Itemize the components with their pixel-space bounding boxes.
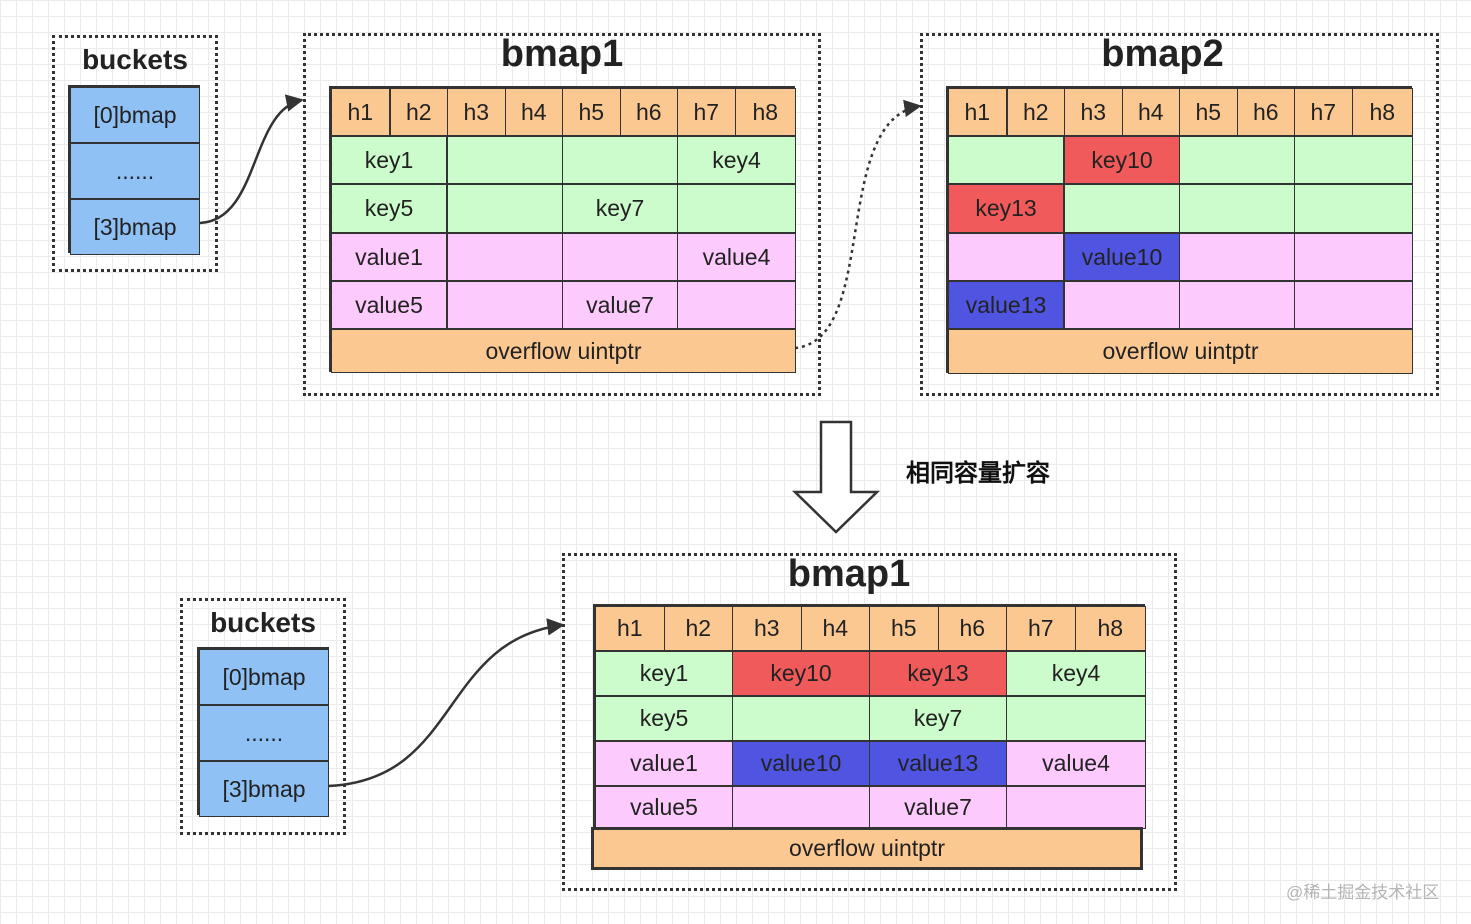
key-slot [1006, 696, 1146, 741]
bmap1-frame-bottom [562, 553, 1177, 891]
key-slot [1294, 184, 1413, 233]
tophash-h8: h8 [1351, 88, 1413, 136]
value-slot [1294, 233, 1413, 281]
value-slot-value10: value10 [732, 741, 870, 786]
key-slot [1294, 136, 1413, 184]
key-slot: key7 [562, 184, 678, 233]
value-slot: value1 [331, 233, 447, 281]
buckets-to-bmap1-bottom-arrow [328, 618, 565, 788]
bmap1-struct-bottom: h1 h2 h3 h4 h5 h6 h7 h8 key1 key10 key13… [593, 604, 1146, 829]
tophash-h6: h6 [619, 88, 678, 136]
value-slot: value7 [869, 786, 1007, 829]
value-slot: value5 [595, 786, 733, 829]
tophash-h1: h1 [595, 606, 665, 651]
buckets-array-top: [0]bmap ...... [3]bmap [68, 85, 200, 255]
value-slot: value5 [331, 281, 447, 329]
value-slot: value7 [562, 281, 678, 329]
bucket-cell-0: [0]bmap [199, 649, 329, 705]
key-slot-key10: key10 [1064, 136, 1180, 184]
value-slot: value4 [1006, 741, 1146, 786]
bucket-cell-3: [3]bmap [70, 199, 200, 255]
value-slot [562, 233, 678, 281]
key-slot [732, 696, 870, 741]
value-slot [948, 233, 1064, 281]
down-arrow-icon [791, 420, 881, 534]
value-slot [447, 281, 563, 329]
buckets-frame-bottom [180, 598, 346, 835]
tophash-h6: h6 [1236, 88, 1295, 136]
tophash-h2: h2 [1006, 88, 1065, 136]
key-slot [447, 184, 563, 233]
bmap1-frame-top [303, 33, 821, 396]
tophash-h8: h8 [1074, 606, 1146, 651]
bmap2-title-top: bmap2 [1101, 33, 1224, 75]
bucket-cell-ellipsis: ...... [199, 705, 329, 761]
tophash-h6: h6 [937, 606, 1007, 651]
key-slot: key4 [677, 136, 796, 184]
tophash-h5: h5 [562, 88, 621, 136]
value-slot [677, 281, 796, 329]
buckets-title-top: buckets [82, 44, 188, 75]
bucket-cell-0: [0]bmap [70, 87, 200, 143]
value-slot [1006, 786, 1146, 829]
bmap2-frame-top [920, 33, 1439, 396]
overflow-pointer: overflow uintptr [591, 827, 1143, 870]
tophash-h7: h7 [1006, 606, 1076, 651]
key-slot: key7 [869, 696, 1007, 741]
tophash-h4: h4 [1121, 88, 1180, 136]
bucket-cell-3: [3]bmap [199, 761, 329, 817]
key-slot: key5 [331, 184, 447, 233]
value-slot [1179, 233, 1295, 281]
value-slot [1179, 281, 1295, 329]
overflow-pointer: overflow uintptr [948, 329, 1413, 374]
bmap1-title-bottom: bmap1 [787, 553, 911, 595]
key-slot [1064, 184, 1180, 233]
value-slot: value1 [595, 741, 733, 786]
tophash-h2: h2 [389, 88, 448, 136]
key-slot [677, 184, 796, 233]
key-slot: key5 [595, 696, 733, 741]
bucket-cell-ellipsis: ...... [70, 143, 200, 199]
key-slot-key13: key13 [948, 184, 1064, 233]
buckets-array-bottom: [0]bmap ...... [3]bmap [197, 647, 329, 817]
key-slot: key1 [331, 136, 447, 184]
watermark: @稀土掘金技术社区 [1286, 883, 1440, 902]
transition-label: 相同容量扩容 [906, 460, 1050, 487]
tophash-h3: h3 [1064, 88, 1123, 136]
tophash-h1: h1 [948, 88, 1007, 136]
tophash-h2: h2 [663, 606, 733, 651]
value-slot-value13: value13 [948, 281, 1064, 329]
tophash-h4: h4 [800, 606, 870, 651]
value-slot [1064, 281, 1180, 329]
tophash-h1: h1 [331, 88, 390, 136]
value-slot [1294, 281, 1413, 329]
value-slot-value10: value10 [1064, 233, 1180, 281]
tophash-h7: h7 [677, 88, 736, 136]
bmap1-title-top: bmap1 [500, 33, 624, 75]
tophash-h3: h3 [447, 88, 506, 136]
tophash-h5: h5 [869, 606, 939, 651]
value-slot-value13: value13 [869, 741, 1007, 786]
key-slot-key13: key13 [869, 651, 1007, 696]
buckets-title-bottom: buckets [210, 607, 316, 638]
buckets-frame-top [52, 35, 218, 272]
overflow-pointer: overflow uintptr [331, 329, 796, 373]
bmap1-struct-top: h1 h2 h3 h4 h5 h6 h7 h8 key1 key4 key5 k… [329, 86, 796, 373]
key-slot: key4 [1006, 651, 1146, 696]
buckets-to-bmap1-top-arrow [199, 94, 304, 225]
overflow-to-bmap2-arrow [794, 99, 922, 350]
key-slot [1179, 184, 1295, 233]
tophash-h4: h4 [504, 88, 563, 136]
key-slot [948, 136, 1064, 184]
key-slot [562, 136, 678, 184]
tophash-h5: h5 [1179, 88, 1238, 136]
bmap2-struct-top: h1 h2 h3 h4 h5 h6 h7 h8 key10 key13 valu… [946, 86, 1413, 374]
value-slot: value4 [677, 233, 796, 281]
tophash-h8: h8 [734, 88, 796, 136]
